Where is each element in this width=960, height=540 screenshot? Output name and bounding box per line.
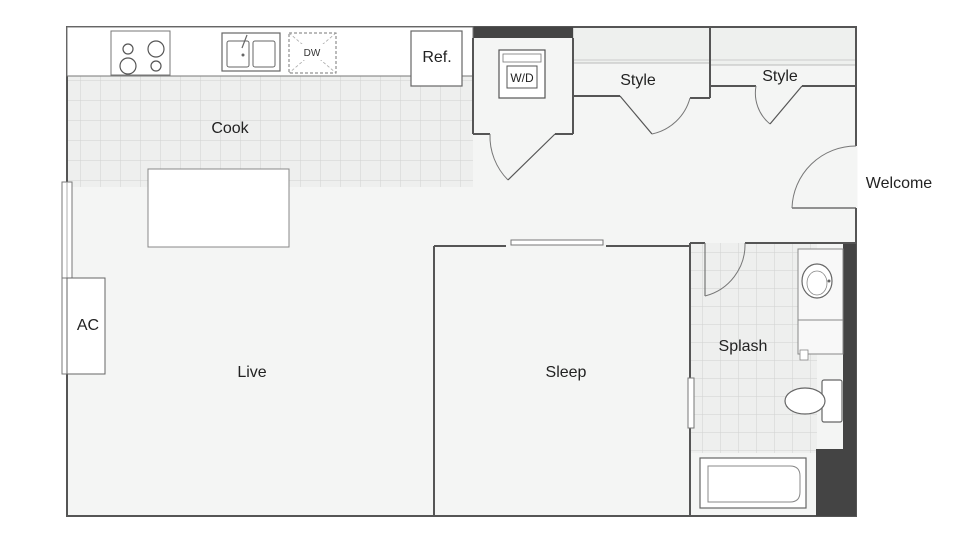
dark-wall-top — [473, 27, 573, 38]
bathtub — [699, 457, 807, 509]
refrigerator: Ref. — [410, 30, 463, 87]
kitchen-island — [147, 168, 290, 248]
dark-wall-right — [843, 243, 856, 449]
room-label-splash: Splash — [719, 338, 768, 355]
room-label-cook: Cook — [211, 120, 249, 137]
refrigerator-label: Ref. — [422, 49, 451, 66]
ac-unit: AC — [66, 277, 106, 375]
dishwasher: DW — [288, 32, 337, 74]
room-label-sleep: Sleep — [546, 364, 587, 381]
entry-door — [791, 145, 858, 209]
room-label-live: Live — [237, 364, 266, 381]
bathroom-tile-floor — [690, 243, 817, 453]
toilet — [784, 379, 843, 423]
dark-wall-corner — [816, 449, 856, 516]
towel-bar — [687, 377, 695, 429]
dishwasher-label: DW — [304, 48, 321, 59]
room-label-style-left: Style — [620, 72, 656, 89]
ac-label: AC — [77, 317, 99, 334]
style-closet-right — [710, 85, 856, 125]
stove — [110, 30, 171, 76]
closet-strip-right — [709, 26, 857, 66]
vanity — [797, 248, 844, 361]
washer-dryer-label: W/D — [510, 71, 534, 85]
room-label-welcome: Welcome — [866, 175, 932, 192]
room-label-style-right: Style — [762, 68, 798, 85]
bedroom-walls — [433, 239, 690, 516]
laundry-closet: W/D — [472, 38, 574, 181]
sink — [221, 32, 281, 72]
closet-strip-left — [572, 26, 711, 64]
